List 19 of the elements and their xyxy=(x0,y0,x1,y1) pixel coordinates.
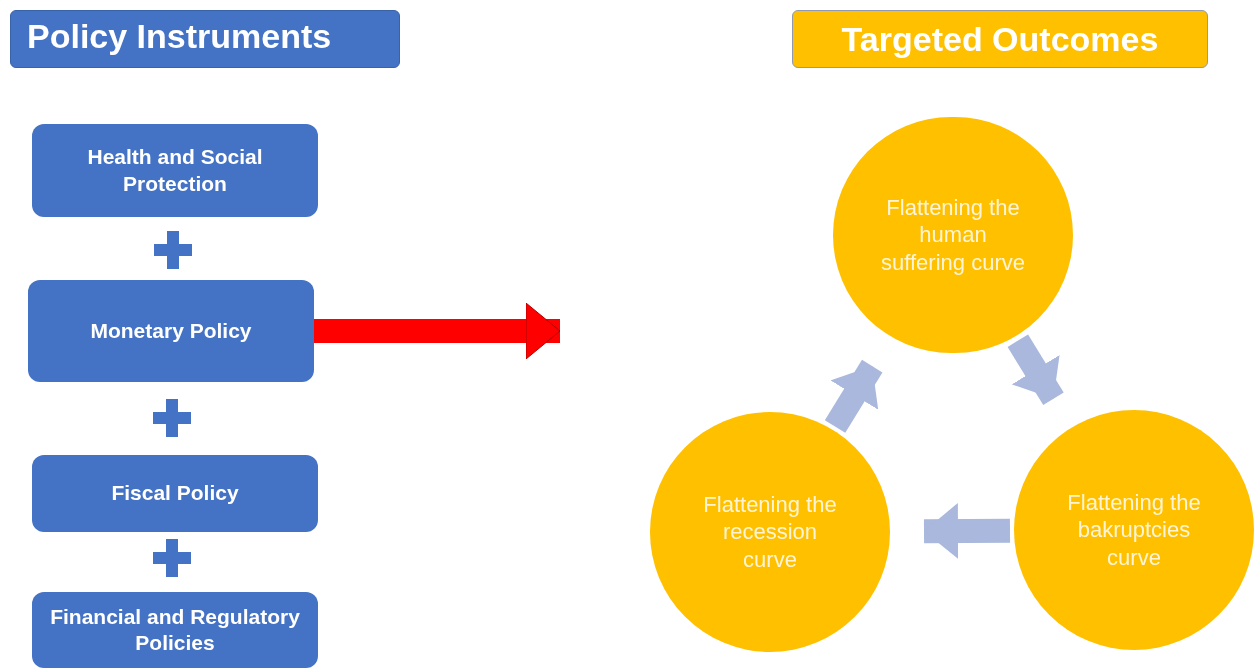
node-text: Flattening the human suffering curve xyxy=(881,193,1025,277)
arrow xyxy=(314,302,561,360)
section-header xyxy=(792,10,1208,68)
node-text: Health and Social Protection xyxy=(86,144,264,197)
node-text: Financial and Regulatory Policies xyxy=(49,603,301,656)
arrow xyxy=(923,502,1011,559)
policy-box xyxy=(32,124,318,217)
policy-box xyxy=(32,592,318,668)
arrow xyxy=(824,359,883,433)
node-text: Fiscal Policy xyxy=(111,480,239,507)
node-text: Targeted Outcomes xyxy=(841,18,1159,60)
policy-box xyxy=(28,280,314,382)
node-text: Policy Instruments xyxy=(27,16,332,57)
arrow xyxy=(1007,334,1064,405)
policy-box xyxy=(32,455,318,532)
node-text: Flattening the bakruptcies curve xyxy=(1066,488,1202,572)
node-text: Flattening the recession curve xyxy=(702,490,838,574)
node-text: Monetary Policy xyxy=(90,317,252,344)
section-header xyxy=(10,10,400,68)
